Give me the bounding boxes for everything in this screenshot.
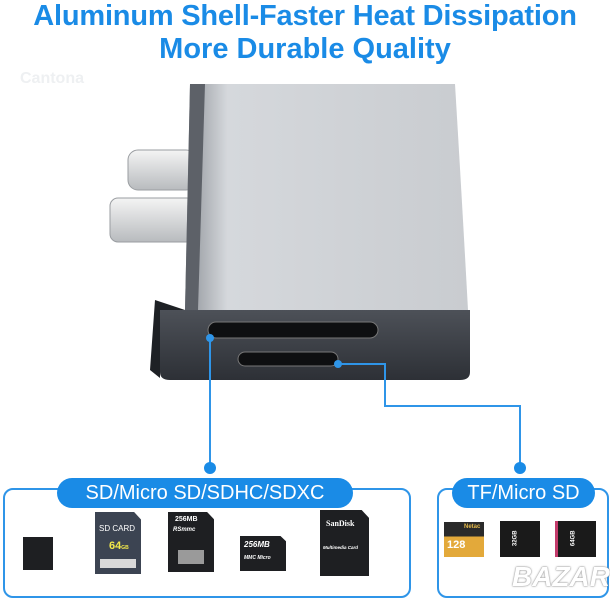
micro-sd-card: [23, 537, 53, 570]
rsmmc-card: 256MB RSmmc: [168, 512, 214, 572]
tf-panel-dot: [514, 462, 526, 474]
tf-slot-dot: [334, 360, 342, 368]
mmc-micro-capacity: 256MB: [244, 540, 270, 549]
watermark: Cantona: [20, 70, 84, 87]
sd-slot-label: SD/Micro SD/SDHC/SDXC: [57, 478, 353, 508]
kingston-32-capacity: 32GB: [512, 530, 519, 547]
sandisk-label: Multimedia Card: [323, 545, 359, 550]
sd-slot: [207, 321, 379, 339]
sd-capacity: 64: [109, 540, 122, 552]
tf-slot: [237, 351, 339, 367]
kingston-64-card: 64GB: [555, 521, 596, 557]
netac-card: Netac 128: [444, 522, 484, 557]
shell-edge: [185, 84, 205, 310]
headline-line2: More Durable Quality: [159, 33, 451, 65]
mmc-micro-label: MMC Micro: [244, 555, 271, 561]
usb-c-plug: [109, 149, 197, 243]
sandisk-mmc-card: SanDisk Multimedia Card: [320, 510, 369, 576]
sd-capacity-line: 64GB: [109, 540, 129, 552]
rsmmc-label: RSmmc: [173, 527, 196, 533]
aluminum-shell: [185, 84, 468, 310]
leader-lines: [209, 338, 521, 466]
sd-card-label: SD CARD: [99, 524, 136, 533]
front-face: [160, 310, 470, 380]
sandisk-brand: SanDisk: [326, 519, 355, 528]
netac-capacity: 128: [447, 539, 466, 551]
sd-panel-dot: [204, 462, 216, 474]
rsmmc-capacity: 256MB: [175, 516, 198, 523]
corner-watermark: BAZAR: [512, 561, 610, 592]
kingston-64-capacity: 64GB: [570, 530, 577, 547]
sd-capacity-unit: GB: [121, 545, 129, 551]
netac-brand: Netac: [464, 524, 481, 530]
headline-line1: Aluminum Shell-Faster Heat Dissipation: [33, 0, 577, 32]
sd-slot-dot: [206, 334, 214, 342]
mmc-micro-card: 256MB MMC Micro: [240, 536, 286, 571]
sd-card: SD CARD 64GB: [95, 512, 141, 574]
kingston-32-card: 32GB: [500, 521, 540, 557]
front-edge: [150, 300, 185, 378]
tf-slot-label: TF/Micro SD: [452, 478, 595, 508]
